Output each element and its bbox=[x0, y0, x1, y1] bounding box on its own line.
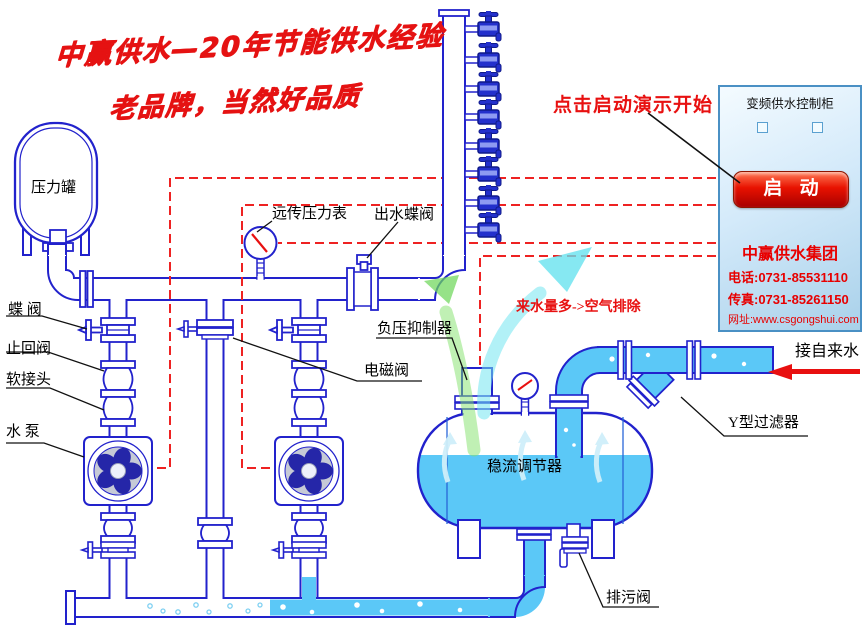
outlet-butterfly-valve bbox=[346, 254, 379, 311]
soft-joint-icon bbox=[197, 517, 233, 549]
flange bbox=[617, 340, 625, 380]
tank-outlet bbox=[488, 527, 552, 618]
label-butterfly-valve: 蝶 阀 bbox=[8, 302, 42, 318]
drain-valve bbox=[559, 523, 589, 568]
label-pump: 水 泵 bbox=[6, 424, 40, 440]
faucet-icon bbox=[464, 10, 502, 42]
flange bbox=[516, 528, 552, 535]
solenoid-valve-icon bbox=[177, 319, 234, 340]
label-pressure-tank: 压力罐 bbox=[31, 180, 77, 196]
label-solenoid-valve: 电磁阀 bbox=[364, 363, 410, 379]
label-air-note: 来水量多->空气排除 bbox=[516, 300, 641, 315]
flange bbox=[454, 395, 500, 403]
suction-valve-icon bbox=[81, 541, 136, 559]
faucet-icon bbox=[464, 70, 502, 102]
flange bbox=[65, 590, 76, 625]
flange bbox=[86, 270, 94, 308]
riser-pipe bbox=[418, 9, 502, 301]
cyan-arrowhead bbox=[538, 247, 592, 292]
flange bbox=[694, 340, 702, 380]
soft-joint-icon bbox=[100, 512, 136, 544]
faucet-icon bbox=[464, 155, 502, 187]
tap-water-arrow bbox=[768, 364, 860, 380]
butterfly-valve-icon bbox=[269, 317, 327, 343]
fax-number: 传真:0731-85261150 bbox=[728, 292, 849, 307]
pump-line-1 bbox=[108, 299, 128, 599]
remote-pressure-gauge bbox=[243, 226, 278, 280]
neg-pressure-suppressor bbox=[454, 367, 500, 416]
demo-hint-text: 点击启动演示开始 bbox=[553, 95, 714, 116]
flow-regulator-tank bbox=[416, 411, 654, 559]
soft-joint-icon bbox=[291, 512, 327, 544]
phone-number: 电话:0731-85531110 bbox=[728, 270, 848, 285]
gauge-needle bbox=[517, 379, 533, 391]
control-cabinet: 变频供水控制柜 启 动 中赢供水集团 电话:0731-85531110 传真:0… bbox=[718, 85, 862, 332]
flange bbox=[625, 340, 633, 380]
faucet-icon bbox=[464, 41, 502, 73]
flange bbox=[686, 340, 694, 380]
label-tap-water: 接自来水 bbox=[795, 343, 860, 360]
check-valve-soft-joint bbox=[291, 360, 327, 427]
website-url: 网址:www.csgongshui.com bbox=[728, 314, 859, 326]
check-valve-soft-joint bbox=[100, 360, 136, 427]
faucet-icon bbox=[464, 98, 502, 130]
green-arrowhead bbox=[424, 275, 459, 304]
cabinet-title: 变频供水控制柜 bbox=[746, 97, 834, 111]
indicator-light-2 bbox=[812, 122, 823, 133]
company-name: 中赢供水集团 bbox=[741, 246, 838, 263]
slogan-line-2: 老品牌，当然好品质 bbox=[108, 81, 362, 125]
water-pump-1 bbox=[83, 436, 153, 506]
tank-pressure-gauge bbox=[511, 372, 539, 416]
pump-line-2 bbox=[299, 299, 319, 599]
label-neg-pressure: 负压抑制器 bbox=[377, 321, 453, 337]
label-flow-regulator: 稳流调节器 bbox=[487, 459, 563, 475]
label-soft-joint: 软接头 bbox=[6, 372, 52, 388]
flange bbox=[549, 401, 589, 409]
flange bbox=[549, 394, 589, 402]
slogan-line-1: 中赢供水—20年节能供水经验 bbox=[54, 20, 445, 72]
solenoid-line bbox=[205, 299, 225, 599]
start-button[interactable]: 启 动 bbox=[733, 171, 849, 208]
butterfly-valve-icon bbox=[78, 317, 136, 343]
main-outlet-pipe bbox=[47, 243, 431, 308]
wire-suppressor bbox=[479, 255, 716, 384]
faucet-icon bbox=[464, 211, 502, 243]
label-remote-gauge: 远传压力表 bbox=[272, 206, 348, 222]
inlet-pipe bbox=[549, 340, 774, 459]
gauge-needle bbox=[251, 233, 268, 253]
label-outlet-valve: 出水蝶阀 bbox=[374, 207, 435, 223]
label-y-filter: Y型过滤器 bbox=[728, 415, 799, 431]
faucet-icon bbox=[464, 127, 502, 159]
label-check-valve: 止回阀 bbox=[6, 341, 52, 357]
flange bbox=[516, 534, 552, 541]
water-pump-2 bbox=[274, 436, 344, 506]
wire-pump2 bbox=[241, 204, 716, 469]
faucet-icon bbox=[464, 184, 502, 216]
tank-leg bbox=[457, 519, 481, 559]
suction-pipe bbox=[65, 577, 493, 625]
tank-leg bbox=[591, 519, 615, 559]
suction-valve-icon bbox=[272, 541, 327, 559]
air-bubbles bbox=[147, 602, 263, 615]
water-bubbles bbox=[280, 601, 463, 615]
water-bubbles bbox=[563, 352, 747, 447]
flange bbox=[454, 402, 500, 410]
y-filter-stub bbox=[625, 360, 675, 410]
flange bbox=[79, 270, 87, 308]
flow-arrows bbox=[424, 247, 592, 457]
indicator-light-1 bbox=[757, 122, 768, 133]
label-drain-valve: 排污阀 bbox=[606, 590, 652, 606]
